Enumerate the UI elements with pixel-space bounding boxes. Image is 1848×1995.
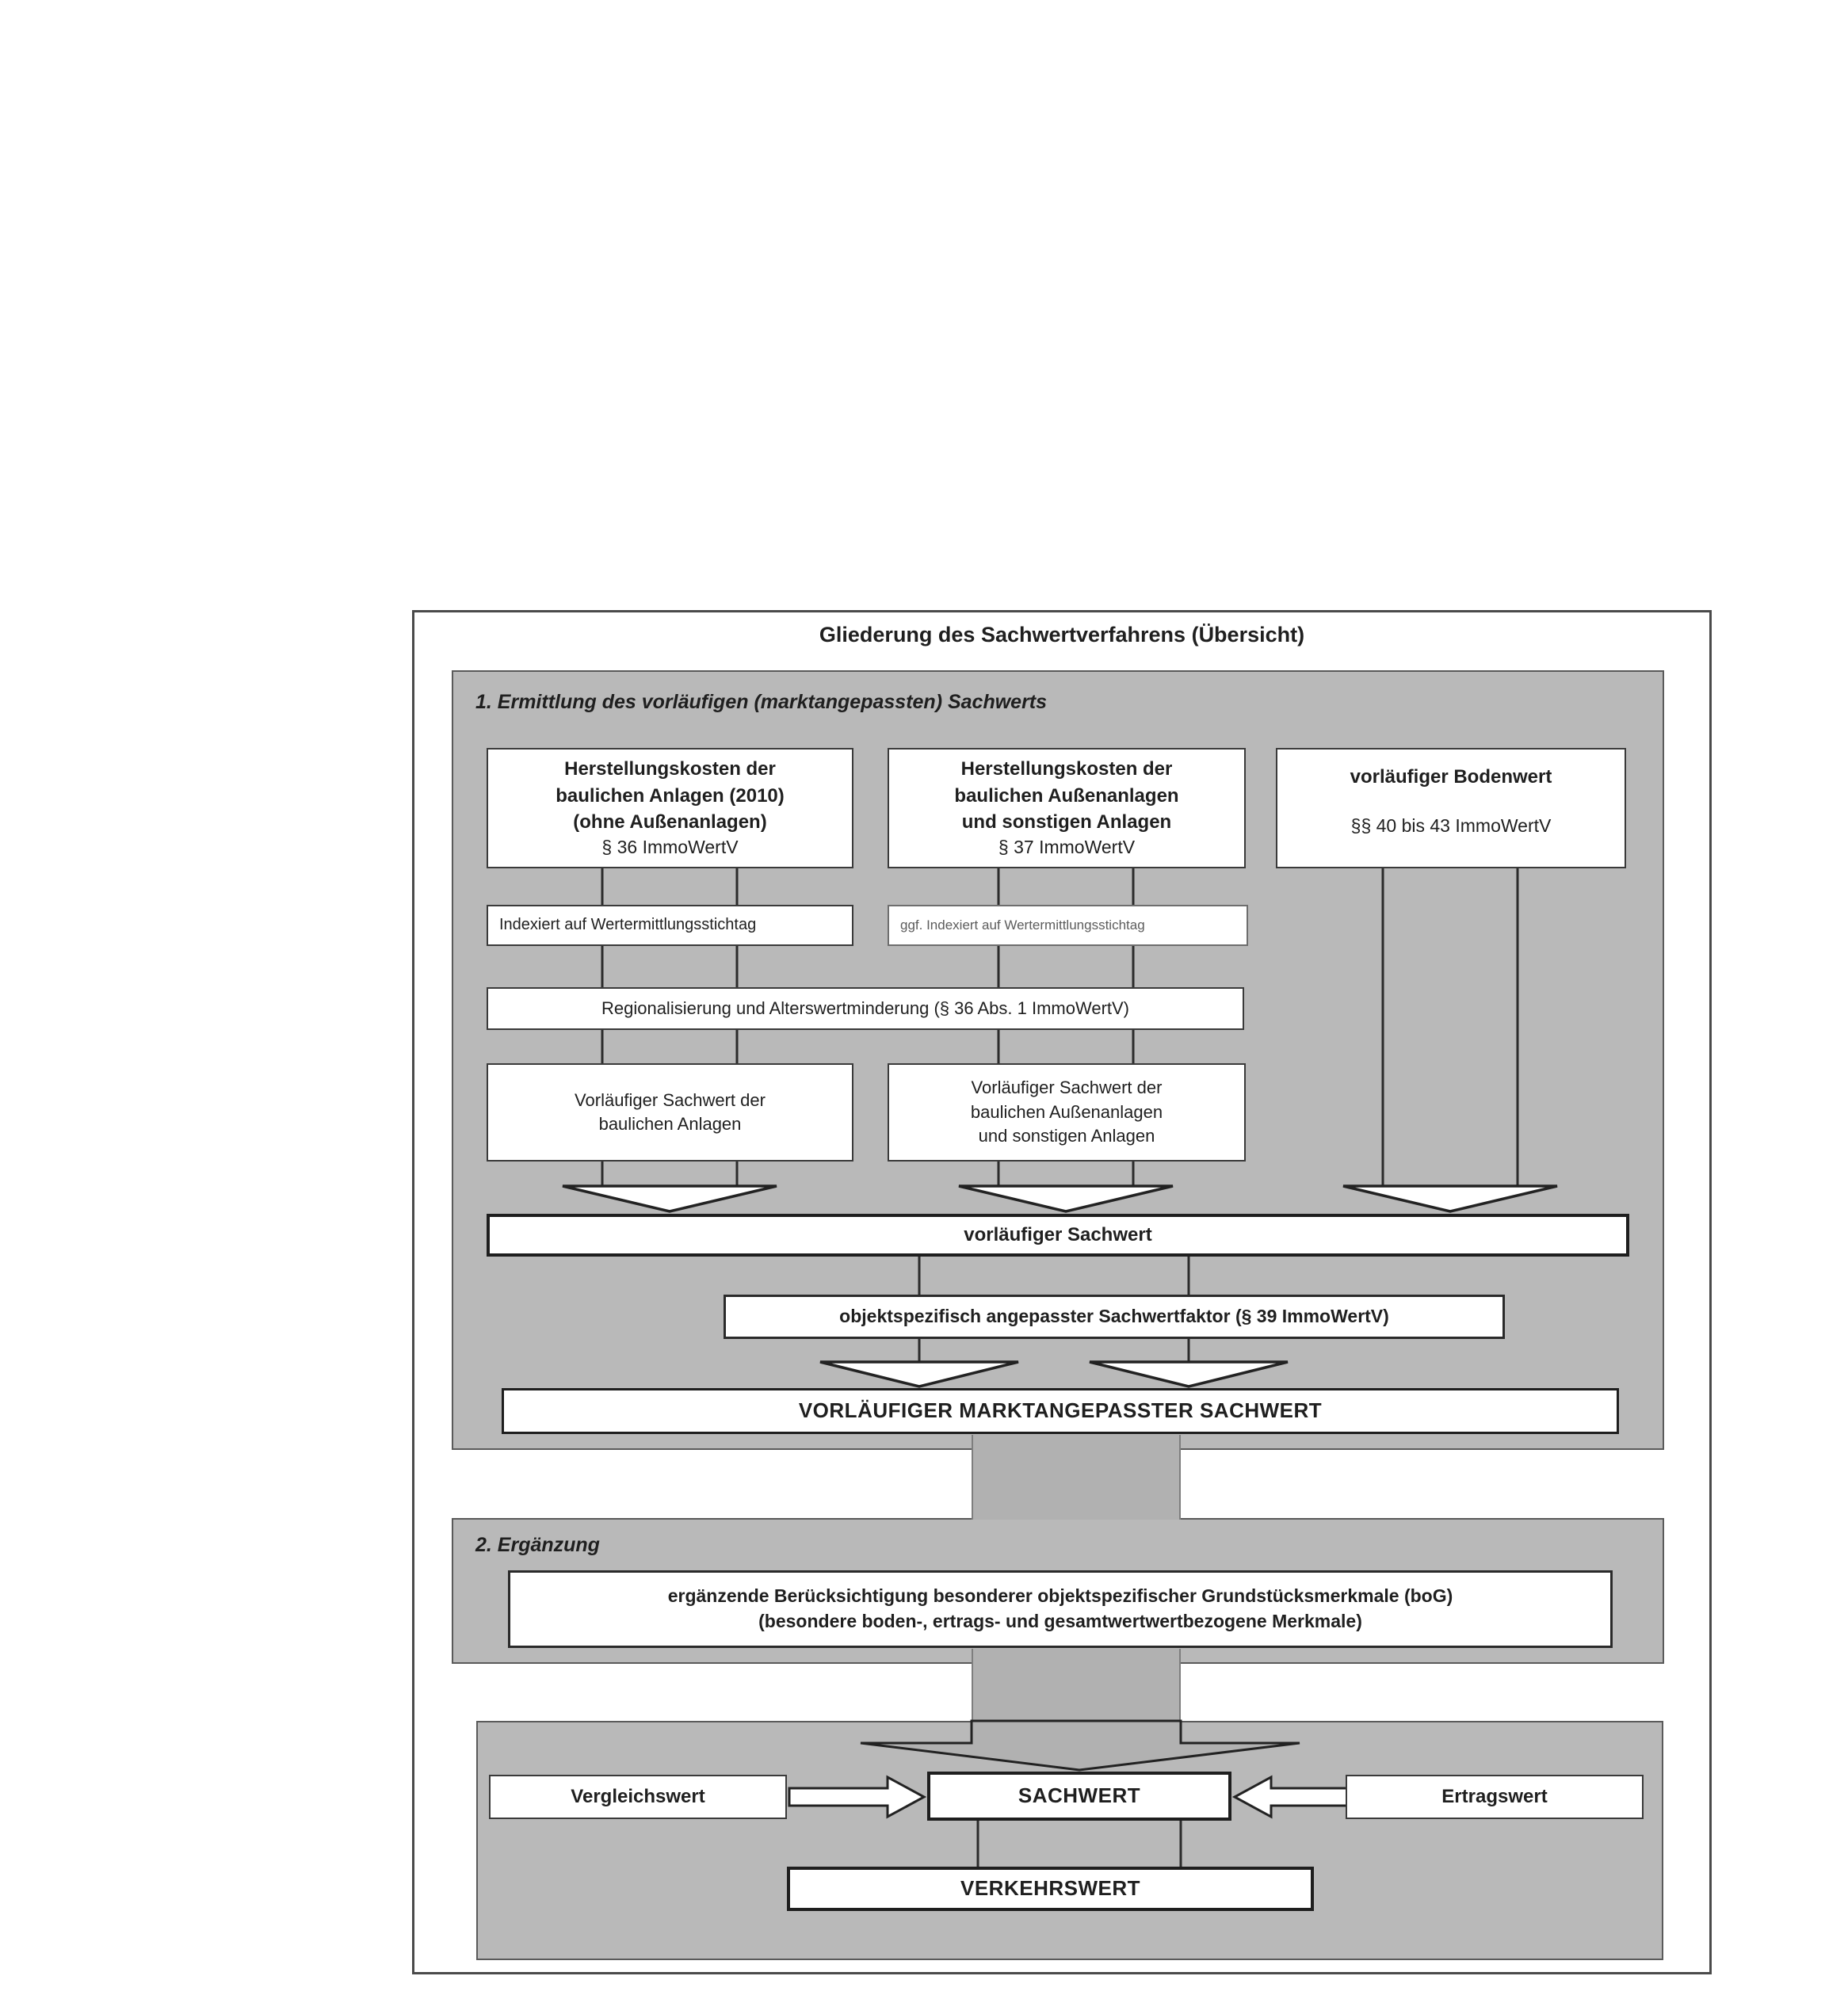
box-line: Vergleichswert: [571, 1786, 705, 1808]
box-vorlaeufiger-sachwert-bauliche-anlagen: Vorläufiger Sachwert der baulichen Anlag…: [487, 1063, 853, 1162]
box-sachwertfaktor: objektspezifisch angepasster Sachwertfak…: [724, 1295, 1505, 1339]
box-line: baulichen Anlagen: [598, 1114, 742, 1134]
box-line: Herstellungskosten der: [564, 758, 776, 780]
box-line: vorläufiger Bodenwert: [1350, 766, 1552, 788]
box-line: ggf. Indexiert auf Wertermittlungssticht…: [900, 917, 1145, 933]
box-vergleichswert: Vergleichswert: [489, 1775, 787, 1819]
box-ertragswert: Ertragswert: [1346, 1775, 1644, 1819]
section1-label: 1. Ermittlung des vorläufigen (marktange…: [475, 691, 1048, 713]
legal-reference: §§ 40 bis 43 ImmoWertV: [1350, 815, 1552, 837]
box-indexiert-stichtag: Indexiert auf Wertermittlungsstichtag: [487, 905, 853, 946]
box-vorlaeufiger-sachwert-aussenanlagen: Vorläufiger Sachwert der baulichen Außen…: [888, 1063, 1246, 1162]
box-line: und sonstigen Anlagen: [978, 1126, 1155, 1146]
box-line: ergänzende Berücksichtigung besonderer o…: [667, 1585, 1453, 1607]
box-line: baulichen Außenanlagen: [970, 1101, 1163, 1122]
diagram-title: Gliederung des Sachwertverfahrens (Übers…: [819, 623, 1305, 647]
section2-label: 2. Ergänzung: [475, 1534, 600, 1556]
box-line: Indexiert auf Wertermittlungsstichtag: [499, 916, 757, 934]
box-line: SACHWERT: [1018, 1783, 1141, 1808]
box-line: Vorläufiger Sachwert der: [575, 1089, 766, 1110]
legal-reference: § 36 ImmoWertV: [601, 836, 739, 857]
box-vorlaeufiger-sachwert: vorläufiger Sachwert: [487, 1214, 1629, 1257]
box-line: (besondere boden-, ertrags- und gesamtwe…: [758, 1611, 1362, 1631]
box-line: Herstellungskosten der: [960, 758, 1173, 780]
box-line: baulichen Außenanlagen: [954, 784, 1179, 807]
box-besondere-objektspezifische-grundstuecksmerkmale: ergänzende Berücksichtigung besonderer o…: [508, 1570, 1613, 1648]
box-line: (ohne Außenanlagen): [573, 811, 767, 833]
box-herstellungskosten-aussenanlagen: Herstellungskosten der baulichen Außenan…: [888, 748, 1246, 868]
box-sachwert: SACHWERT: [927, 1772, 1231, 1821]
box-herstellungskosten-bauliche-anlagen: Herstellungskosten der baulichen Anlagen…: [487, 748, 853, 868]
box-line: vorläufiger Sachwert: [964, 1224, 1152, 1246]
box-line: Ertragswert: [1441, 1786, 1548, 1808]
box-line: Vorläufiger Sachwert der: [971, 1078, 1163, 1098]
box-vorlaeufiger-marktangepasster-sachwert: VORLÄUFIGER MARKTANGEPASSTER SACHWERT: [502, 1388, 1619, 1434]
box-line: VORLÄUFIGER MARKTANGEPASSTER SACHWERT: [798, 1398, 1323, 1423]
box-ggf-indexiert-stichtag: ggf. Indexiert auf Wertermittlungssticht…: [888, 905, 1248, 946]
box-line: objektspezifisch angepasster Sachwertfak…: [839, 1306, 1389, 1327]
connector-band-section2-to-section3: [972, 1649, 1181, 1722]
box-regionalisierung-alterswertminderung: Regionalisierung und Alterswertminderung…: [487, 987, 1244, 1030]
box-line: und sonstigen Anlagen: [961, 811, 1172, 833]
box-line: Regionalisierung und Alterswertminderung…: [601, 998, 1130, 1018]
box-line: VERKEHRSWERT: [960, 1876, 1140, 1901]
box-vorlaeufiger-bodenwert: vorläufiger Bodenwert §§ 40 bis 43 ImmoW…: [1276, 748, 1626, 868]
connector-band-section1-to-section2: [972, 1435, 1181, 1520]
box-verkehrswert: VERKEHRSWERT: [787, 1867, 1314, 1911]
section3-panel: [476, 1721, 1663, 1960]
box-line: baulichen Anlagen (2010): [556, 784, 785, 807]
legal-reference: § 37 ImmoWertV: [998, 836, 1136, 857]
